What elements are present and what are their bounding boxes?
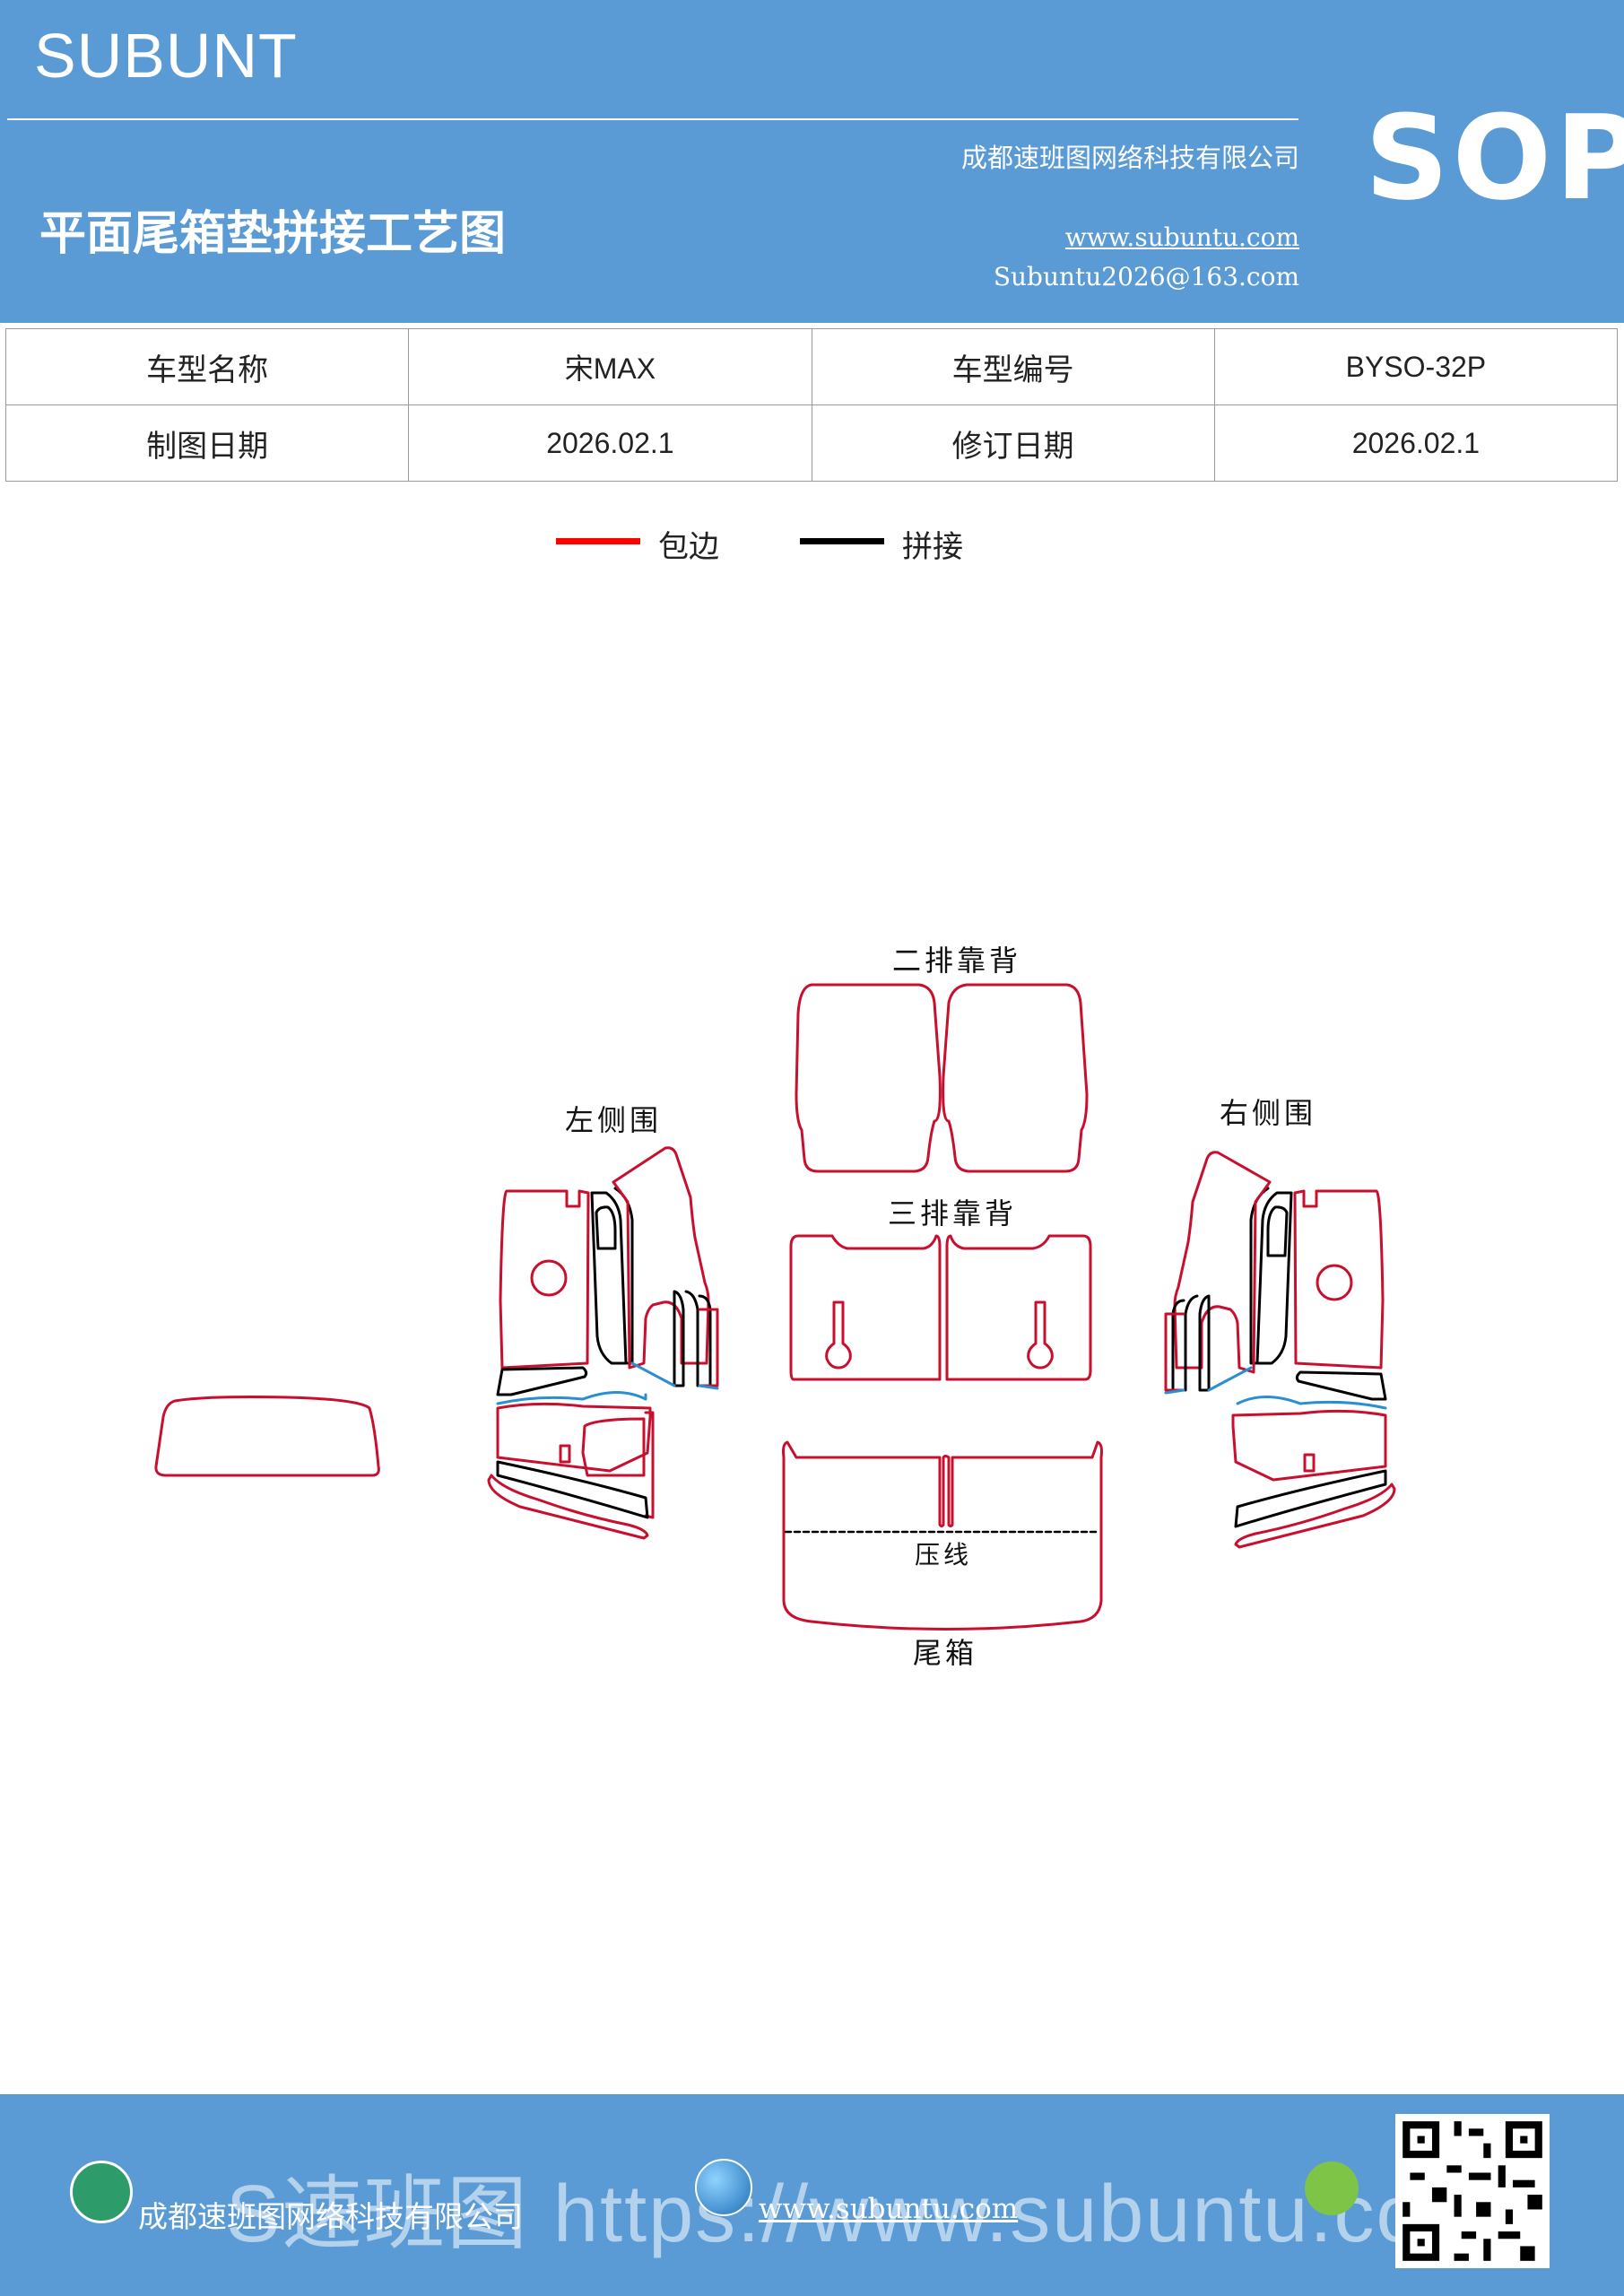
- right-side-lower-seam: [1295, 1370, 1387, 1401]
- left-side-lower-slot: [559, 1444, 571, 1464]
- left-side-bottom-seam: [496, 1460, 649, 1519]
- left-side-tall-piece: [612, 1146, 710, 1370]
- legend: 包边 拼接: [0, 522, 1624, 576]
- left-side-panel-group: [487, 1146, 719, 1540]
- table-cell: 2026.02.1: [1213, 404, 1619, 482]
- document-title: 平面尾箱垫拼接工艺图: [39, 207, 507, 261]
- label-second-row-back: 二排靠背: [892, 944, 1022, 978]
- right-side-hole: [1316, 1264, 1353, 1301]
- label-third-row-back: 三排靠背: [888, 1196, 1018, 1231]
- email-address: Subuntu2026@163.com: [993, 262, 1299, 291]
- website-link[interactable]: www.subuntu.com: [1064, 222, 1299, 252]
- label-left-side: 左侧围: [565, 1103, 663, 1137]
- right-side-lower-piece: [1231, 1409, 1387, 1482]
- right-side-stack-1: [1198, 1294, 1211, 1392]
- globe-icon: [695, 2159, 752, 2216]
- table-cell: BYSO-32P: [1213, 328, 1619, 405]
- right-side-bottom-piece: [1234, 1483, 1396, 1549]
- vehicle-info-table: 车型名称 宋MAX 车型编号 BYSO-32P 制图日期 2026.02.1 修…: [4, 328, 1619, 482]
- legend-swatch-seam: [800, 538, 884, 544]
- right-side-blue-edge-2: [1164, 1388, 1185, 1395]
- qr-code-icon: [1395, 2114, 1550, 2268]
- trunk-floor-piece: [782, 1440, 1103, 1631]
- third-row-back-right-piece: [945, 1234, 1092, 1381]
- left-side-seam-1: [590, 1191, 628, 1365]
- third-row-back-left-slot: [825, 1300, 852, 1370]
- legend-swatch-edge: [556, 538, 640, 544]
- left-side-hole: [530, 1259, 568, 1297]
- right-side-panel-group: [1164, 1151, 1396, 1549]
- label-crease: 压线: [915, 1540, 973, 1570]
- left-side-lower-piece: [496, 1402, 652, 1473]
- right-side-tall-piece: [1173, 1151, 1272, 1374]
- right-side-main-piece: [1293, 1189, 1385, 1370]
- header-divider: [7, 118, 1298, 120]
- table-cell: 车型名称: [4, 328, 410, 405]
- legend-label-edge: 包边: [658, 529, 719, 565]
- label-trunk: 尾箱: [913, 1636, 978, 1670]
- right-side-bottom-seam: [1234, 1469, 1387, 1528]
- second-row-back-right-piece: [942, 983, 1089, 1173]
- building-icon: [70, 2161, 133, 2223]
- sop-badge: SOP: [1365, 90, 1624, 226]
- company-name: 成都速班图网络科技有限公司: [960, 143, 1299, 173]
- header-banner: SUBUNT 平面尾箱垫拼接工艺图 成都速班图网络科技有限公司 www.subu…: [0, 0, 1624, 323]
- wechat-icon: [1305, 2161, 1359, 2215]
- cargo-cover-piece: [154, 1396, 380, 1477]
- footer-banner: S速班图 https://www.subuntu.com 成都速班图网络科技有限…: [0, 2094, 1624, 2296]
- brand-name: SUBUNT: [34, 21, 298, 91]
- left-side-lower-right-strip: [644, 1411, 655, 1519]
- footer-company: 成都速班图网络科技有限公司: [138, 2199, 523, 2234]
- left-side-blue-edge-3: [496, 1391, 647, 1405]
- left-side-stack-1: [673, 1290, 685, 1387]
- table-cell: 制图日期: [4, 404, 410, 482]
- table-row: 制图日期 2026.02.1 修订日期 2026.02.1: [4, 404, 1619, 482]
- left-side-bottom-piece: [487, 1474, 649, 1540]
- left-side-blue-edge-1: [630, 1361, 676, 1387]
- table-row: 车型名称 宋MAX 车型编号 BYSO-32P: [4, 328, 1619, 405]
- right-side-window: [1266, 1205, 1289, 1257]
- legend-label-seam: 拼接: [902, 529, 963, 565]
- left-side-stack-2: [684, 1290, 699, 1387]
- left-side-window: [595, 1205, 617, 1250]
- left-side-lower-opening: [581, 1417, 646, 1477]
- right-side-stack-2: [1184, 1294, 1199, 1392]
- left-side-blue-edge-2: [698, 1384, 719, 1390]
- table-cell: 宋MAX: [408, 328, 812, 405]
- right-side-blue-edge-1: [1207, 1366, 1253, 1392]
- left-side-lower-seam: [496, 1366, 588, 1396]
- table-cell: 车型编号: [811, 328, 1215, 405]
- third-row-back-left-piece: [789, 1234, 942, 1381]
- table-cell: 修订日期: [811, 404, 1215, 482]
- footer-watermark: S速班图 https://www.subuntu.com: [226, 2170, 1492, 2259]
- right-side-blue-edge-3: [1236, 1396, 1387, 1410]
- right-side-lower-slot: [1303, 1453, 1316, 1473]
- third-row-back-right-slot: [1027, 1300, 1054, 1370]
- second-row-back-left-piece: [795, 983, 942, 1173]
- left-side-main-piece: [499, 1189, 590, 1370]
- right-side-seam-1: [1255, 1191, 1293, 1365]
- footer-website-link[interactable]: www.subuntu.com: [759, 2193, 1019, 2225]
- label-right-side: 右侧围: [1220, 1096, 1317, 1130]
- table-cell: 2026.02.1: [408, 404, 812, 482]
